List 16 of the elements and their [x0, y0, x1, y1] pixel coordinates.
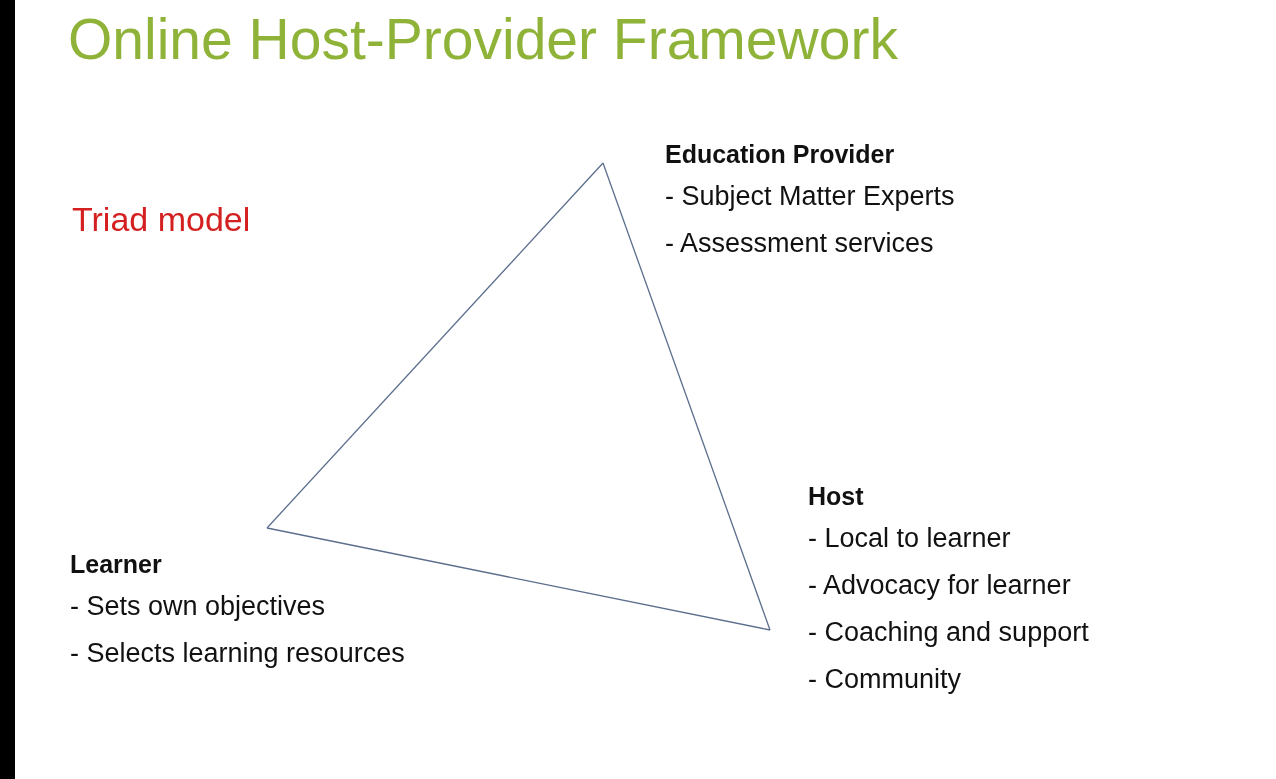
- slide-title: Online Host-Provider Framework: [68, 6, 898, 72]
- model-label: Triad model: [72, 200, 251, 239]
- bullet-item: - Subject Matter Experts: [665, 180, 955, 213]
- triangle-side: [602, 162, 771, 631]
- bullet-item: - Community: [808, 663, 962, 696]
- bullet-item: - Sets own objectives: [70, 590, 326, 623]
- role-heading: Learner: [70, 550, 162, 579]
- bullet-item: - Selects learning resources: [70, 637, 405, 670]
- triangle-side: [266, 162, 604, 529]
- bullet-item: - Local to learner: [808, 522, 1011, 555]
- role-heading: Education Provider: [665, 140, 895, 169]
- triangle-side: [266, 527, 771, 631]
- bullet-item: - Assessment services: [665, 227, 934, 260]
- bullet-item: - Advocacy for learner: [808, 569, 1071, 602]
- role-heading: Host: [808, 482, 864, 511]
- bullet-item: - Coaching and support: [808, 616, 1089, 649]
